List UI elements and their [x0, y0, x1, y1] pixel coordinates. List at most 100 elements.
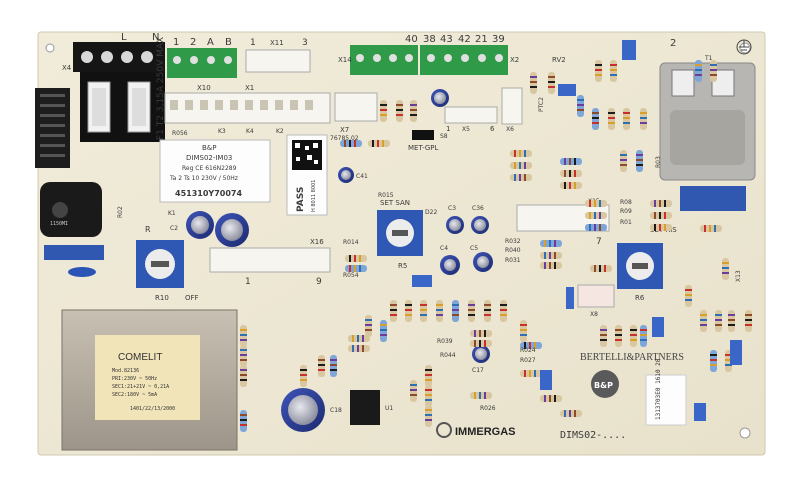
label-c18: C18 [330, 407, 342, 414]
capacitor-c-large [215, 213, 249, 247]
x2-pin-39: 39 [492, 34, 505, 45]
label-c36: C36 [472, 205, 484, 212]
label-pin7: 7 [596, 237, 602, 247]
terminal-x14 [350, 45, 418, 75]
label-x10: X10 [197, 84, 211, 92]
label-k3: K3 [218, 128, 226, 135]
resistor [240, 345, 247, 367]
label-set-san: SET SAN [380, 199, 410, 207]
resistor [650, 200, 672, 207]
resistor [348, 345, 370, 352]
resistor [710, 60, 717, 82]
transformer-line-5: 1401/22/13/2000 [130, 406, 175, 412]
resistor [630, 325, 637, 347]
resistor [636, 150, 643, 172]
mains-terminal-block [73, 42, 165, 142]
x14-pin-40: 40 [405, 34, 418, 45]
sticker-spec: Ta 2 Ts 10 230V / 50Hz [169, 175, 238, 182]
capacitor-c3 [446, 216, 464, 234]
pass-text: PASS [296, 187, 306, 212]
label-r056: R056 [172, 130, 188, 137]
resistor [470, 330, 492, 337]
resistor [380, 100, 387, 122]
sticker-model: DIMS02-IM03 [186, 154, 232, 162]
transformer-line-2: PRI:230V ~ 50Hz [112, 376, 157, 382]
resistor [548, 72, 555, 94]
pass-code: 76785.02 [330, 135, 359, 142]
resistor [510, 150, 532, 157]
resistor [425, 385, 432, 407]
resistor [728, 310, 735, 332]
resistor [540, 252, 562, 259]
label-2: 2 [670, 38, 676, 49]
label-rv2: RV2 [552, 56, 566, 64]
x2-pin-38: 38 [423, 34, 436, 45]
label-l: L [121, 32, 127, 43]
resistor [410, 100, 417, 122]
resistor [610, 60, 617, 82]
x10-pin-2: 2 [190, 37, 196, 48]
resistor [715, 310, 722, 332]
resistor [592, 108, 599, 130]
resistor [623, 108, 630, 130]
connector-x16 [209, 247, 331, 273]
resistor [700, 225, 722, 232]
jumper-s8 [412, 130, 434, 140]
resistor [510, 162, 532, 169]
resistor [365, 315, 372, 337]
label-pin1a: 1 [245, 277, 251, 287]
resistor [500, 300, 507, 322]
label-off: OFF [185, 294, 199, 302]
label-r01: R01 [620, 219, 632, 226]
label-x8: X8 [590, 311, 598, 318]
resistor [348, 335, 370, 342]
resistor [540, 240, 562, 247]
resistor [590, 265, 612, 272]
label-c5: C5 [470, 245, 478, 252]
label-c3: C3 [448, 205, 456, 212]
capacitor-c36 [471, 216, 489, 234]
resistor [470, 340, 492, 347]
blue-capacitor-small [68, 267, 96, 277]
model-silk: DIMS02-.... [560, 430, 626, 441]
resistor [585, 200, 607, 207]
x2-pin-21: 21 [475, 34, 488, 45]
resistor [560, 170, 582, 177]
capacitor-c17 [472, 345, 490, 363]
resistor [640, 108, 647, 130]
label-r044: R044 [440, 352, 456, 359]
transformer-line-1: Mod.82136 [112, 368, 139, 374]
svg-text:IMMERGAS: IMMERGAS [455, 426, 516, 438]
label-r027: R027 [520, 357, 536, 364]
label-d22: D22 [425, 209, 437, 216]
label-r03: R03 [655, 156, 662, 168]
label-pin6: 6 [490, 125, 495, 133]
sticker-reg: Reg CE 616N2289 [182, 165, 237, 172]
capacitor-c2 [186, 211, 214, 239]
x10-pin-1: 1 [173, 37, 179, 48]
label-c17: C17 [472, 367, 484, 374]
regulator-u1 [350, 390, 380, 425]
resistor [540, 262, 562, 269]
label-k2: K2 [276, 128, 284, 135]
edge-pin-header [35, 88, 70, 168]
resistor [540, 395, 562, 402]
label-r02: R02 [117, 206, 124, 218]
label-k1: K1 [168, 210, 176, 217]
x11-label: X11 [270, 39, 284, 47]
label-r09: R09 [620, 208, 632, 215]
label-x4: X4 [62, 64, 72, 72]
label-x6: X6 [506, 126, 514, 133]
resistor [700, 310, 707, 332]
transformer-t1 [659, 62, 756, 181]
label-ptc2: PTC2 [538, 97, 545, 112]
label-x7: X7 [340, 126, 349, 134]
resistor [685, 285, 692, 307]
label-c41: C41 [356, 173, 368, 180]
resistor [345, 255, 367, 262]
label-r031: R031 [505, 257, 521, 264]
resistor [695, 60, 702, 82]
power-transformer: COMELIT Mod.82136 PRI:230V ~ 50Hz SEC1:2… [61, 309, 238, 451]
capacitor-c18 [281, 388, 325, 432]
